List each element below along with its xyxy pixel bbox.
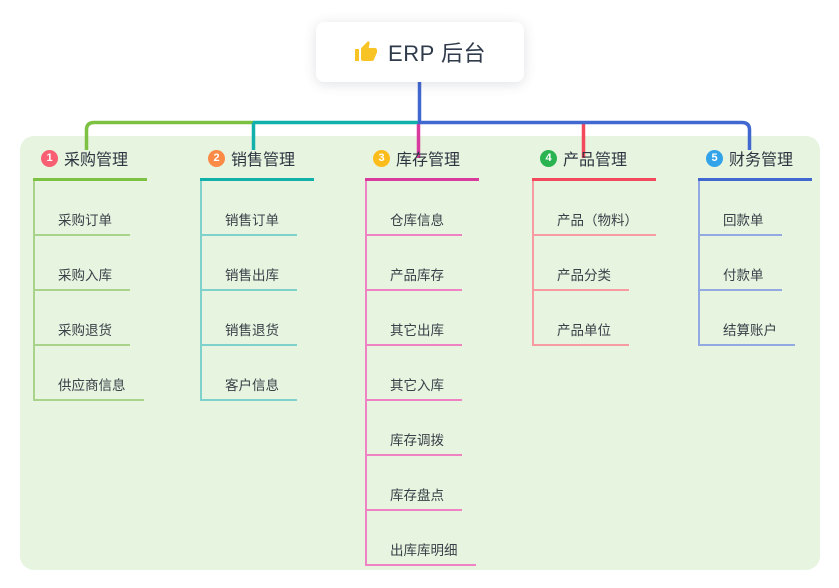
branch-product-children: 产品（物料） 产品分类产品单位 — [532, 181, 656, 346]
child-node[interactable]: 产品分类 — [534, 264, 629, 291]
child-node[interactable]: 销售出库 — [202, 264, 297, 291]
child-node-row: 结算账户 — [700, 291, 812, 346]
child-node[interactable]: 仓库信息 — [367, 209, 462, 236]
child-node-row: 库存盘点 — [367, 456, 479, 511]
child-node-row: 销售出库 — [202, 236, 314, 291]
branch-number-badge: 2 — [208, 149, 225, 167]
child-node-row: 产品（物料） — [534, 181, 656, 236]
branch-inventory-header[interactable]: 3 库存管理 — [365, 146, 479, 181]
child-node[interactable]: 产品库存 — [367, 264, 462, 291]
child-node-row: 客户信息 — [202, 346, 314, 401]
branch-number-badge: 4 — [540, 149, 557, 167]
child-node[interactable]: 客户信息 — [202, 374, 297, 401]
branch-finance: 5 财务管理回款单付款单结算账户 — [698, 146, 812, 346]
child-node-row: 产品单位 — [534, 291, 656, 346]
branch-sales-children: 销售订单销售出库销售退货客户信息 — [200, 181, 314, 401]
child-node[interactable]: 结算账户 — [700, 319, 795, 346]
branch-title: 产品管理 — [563, 152, 628, 169]
branch-purchase-children: 采购订单采购入库采购退货供应商信息 — [33, 181, 147, 401]
branch-inventory-children: 仓库信息产品库存其它出库其它入库库存调拨库存盘点出库库明细 — [365, 181, 479, 566]
child-node[interactable]: 其它出库 — [367, 319, 462, 346]
child-node[interactable]: 其它入库 — [367, 374, 462, 401]
child-node[interactable]: 采购退货 — [35, 319, 130, 346]
branch-number-badge: 1 — [41, 149, 58, 167]
child-node-row: 销售退货 — [202, 291, 314, 346]
branch-title: 采购管理 — [64, 152, 129, 169]
branch-number-badge: 3 — [373, 149, 390, 167]
branch-title: 财务管理 — [729, 152, 794, 169]
branch-title: 库存管理 — [396, 152, 461, 169]
branch-sales-header[interactable]: 2 销售管理 — [200, 146, 314, 181]
branch-title: 销售管理 — [231, 152, 296, 169]
thumbs-up-icon — [355, 41, 378, 61]
child-node-row: 回款单 — [700, 181, 812, 236]
child-node-row: 付款单 — [700, 236, 812, 291]
child-node[interactable]: 供应商信息 — [35, 374, 144, 401]
child-node[interactable]: 采购订单 — [35, 209, 130, 236]
child-node-row: 供应商信息 — [35, 346, 147, 401]
child-node-row: 采购入库 — [35, 236, 147, 291]
child-node-row: 库存调拨 — [367, 401, 479, 456]
branch-finance-header[interactable]: 5 财务管理 — [698, 146, 812, 181]
branch-product: 4 产品管理产品（物料） 产品分类产品单位 — [532, 146, 656, 346]
child-node[interactable]: 销售订单 — [202, 209, 297, 236]
child-node[interactable]: 销售退货 — [202, 319, 297, 346]
branch-purchase-header[interactable]: 1 采购管理 — [33, 146, 147, 181]
branch-sales: 2 销售管理销售订单销售出库销售退货客户信息 — [200, 146, 314, 401]
child-node[interactable]: 回款单 — [700, 209, 782, 236]
child-node-row: 其它出库 — [367, 291, 479, 346]
branch-inventory: 3 库存管理仓库信息产品库存其它出库其它入库库存调拨库存盘点出库库明细 — [365, 146, 479, 566]
child-node-row: 采购退货 — [35, 291, 147, 346]
child-node[interactable]: 付款单 — [700, 264, 782, 291]
child-node[interactable]: 出库库明细 — [367, 539, 476, 566]
child-node[interactable]: 采购入库 — [35, 264, 130, 291]
child-node-row: 采购订单 — [35, 181, 147, 236]
child-node-row: 仓库信息 — [367, 181, 479, 236]
child-node-row: 产品库存 — [367, 236, 479, 291]
root-node[interactable]: ERP 后台 — [316, 22, 524, 82]
root-node-label: ERP 后台 — [388, 41, 486, 66]
branch-product-header[interactable]: 4 产品管理 — [532, 146, 656, 181]
child-node[interactable]: 产品（物料） — [534, 209, 656, 236]
branch-finance-children: 回款单付款单结算账户 — [698, 181, 812, 346]
child-node-row: 产品分类 — [534, 236, 656, 291]
child-node-row: 出库库明细 — [367, 511, 479, 566]
branch-purchase: 1 采购管理采购订单采购入库采购退货供应商信息 — [33, 146, 147, 401]
child-node[interactable]: 库存盘点 — [367, 484, 462, 511]
child-node-row: 销售订单 — [202, 181, 314, 236]
branch-panel — [20, 136, 820, 570]
child-node[interactable]: 产品单位 — [534, 319, 629, 346]
child-node-row: 其它入库 — [367, 346, 479, 401]
branch-number-badge: 5 — [706, 149, 723, 167]
child-node[interactable]: 库存调拨 — [367, 429, 462, 456]
